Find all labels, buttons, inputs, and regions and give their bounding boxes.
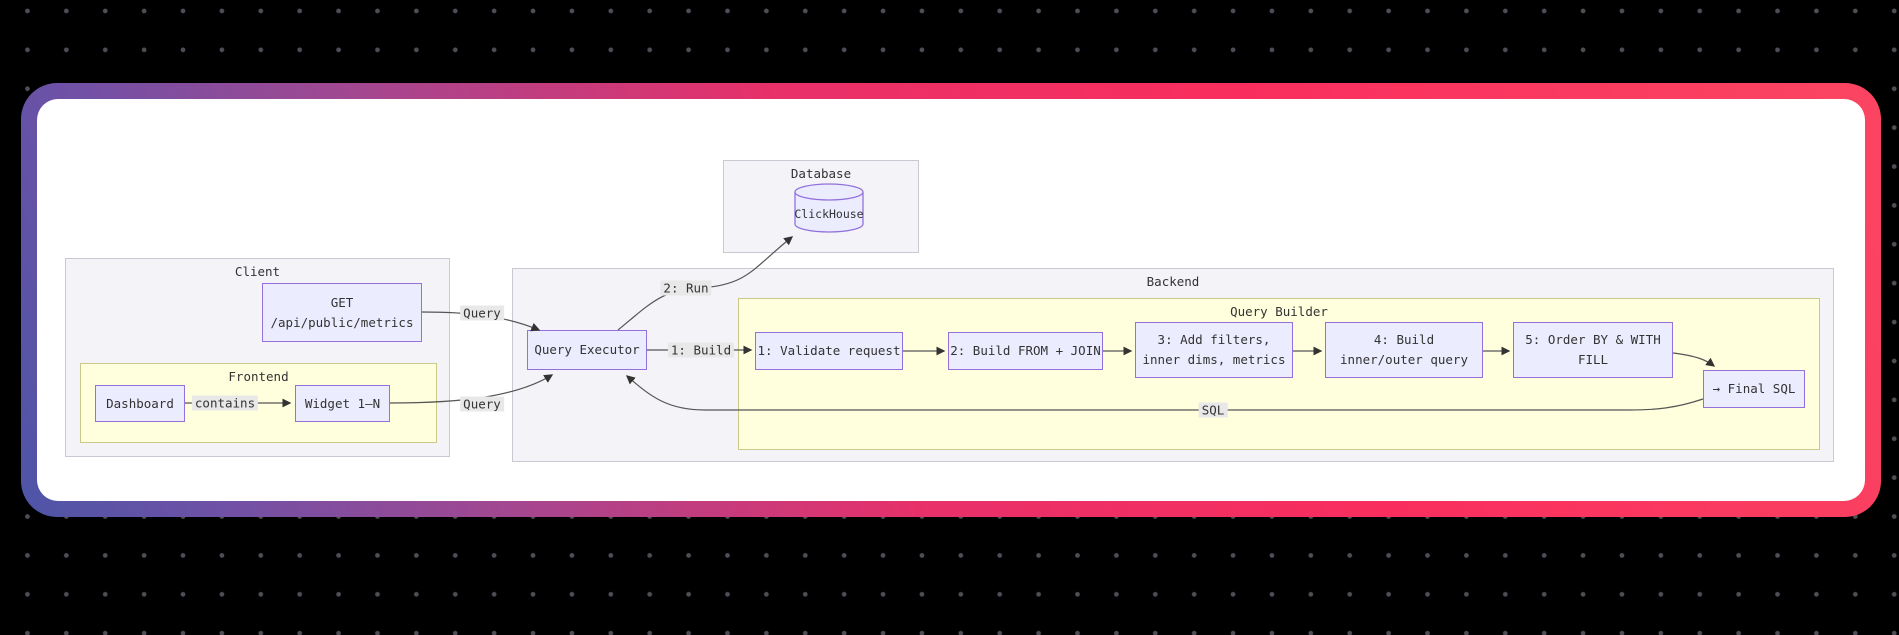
node-step3-line2: inner dims, metrics	[1142, 352, 1286, 367]
node-clickhouse: ClickHouse	[794, 183, 864, 233]
cluster-client-label: Client	[234, 264, 281, 279]
node-step1-label: 1: Validate request	[757, 343, 901, 358]
cluster-backend-label: Backend	[1146, 274, 1200, 289]
database-cylinder-icon	[794, 183, 864, 233]
edge-label-run: 2: Run	[660, 280, 712, 296]
node-step3: 3: Add filters, inner dims, metrics	[1135, 322, 1293, 378]
node-step2: 2: Build FROM + JOIN	[948, 332, 1103, 370]
node-step3-line1: 3: Add filters,	[1157, 332, 1271, 347]
node-get-endpoint: GET /api/public/metrics	[262, 283, 422, 342]
node-query-executor: Query Executor	[527, 330, 647, 370]
node-step4-line2: inner/outer query	[1340, 352, 1468, 367]
node-clickhouse-label: ClickHouse	[794, 207, 864, 221]
node-widget: Widget 1–N	[295, 385, 390, 422]
edge-label-sql: SQL	[1198, 402, 1228, 418]
node-step4-line1: 4: Build	[1373, 332, 1435, 347]
node-widget-label: Widget 1–N	[304, 395, 381, 411]
node-dashboard-label: Dashboard	[106, 395, 174, 411]
cluster-query-builder-label: Query Builder	[1230, 304, 1328, 319]
node-step4: 4: Build inner/outer query	[1325, 322, 1483, 378]
node-step1: 1: Validate request	[755, 332, 903, 370]
node-final-sql-label: → Final SQL	[1712, 381, 1796, 396]
edge-label-query-get: Query	[460, 305, 504, 321]
node-query-executor-label: Query Executor	[534, 342, 640, 357]
node-step5: 5: Order BY & WITH FILL	[1513, 322, 1673, 378]
node-dashboard: Dashboard	[95, 385, 185, 422]
cluster-frontend-label: Frontend	[228, 369, 289, 384]
node-step5-line1: 5: Order BY & WITH	[1525, 332, 1661, 347]
node-get-endpoint-line2: /api/public/metrics	[270, 314, 414, 330]
cluster-database-label: Database	[790, 166, 852, 181]
node-final-sql: → Final SQL	[1703, 370, 1805, 408]
node-get-endpoint-line1: GET	[330, 294, 354, 310]
edge-label-query-widget: Query	[460, 396, 504, 412]
node-step5-line2: FILL	[1577, 352, 1609, 367]
edge-label-contains: contains	[191, 395, 259, 411]
node-step2-label: 2: Build FROM + JOIN	[950, 343, 1101, 358]
edge-label-build: 1: Build	[667, 342, 735, 358]
